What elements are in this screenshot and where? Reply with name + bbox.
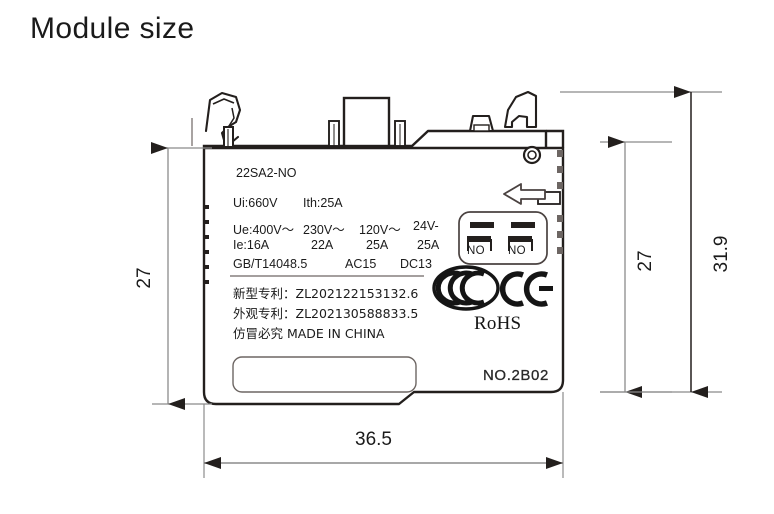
ccc-mark-icon (432, 265, 500, 311)
patent-design: 外观专利：ZL202130588833.5 (233, 306, 419, 321)
actuator-block (342, 96, 391, 148)
dimension-label-right-height: 27 (635, 250, 656, 272)
direction-arrow-icon (503, 183, 546, 205)
ce-mark-icon (499, 271, 553, 307)
right-edge-notches (557, 150, 563, 254)
patent-new: 新型专利：ZL202122153132.6 (233, 286, 419, 301)
blank-label-area (232, 356, 417, 393)
spec-ie-16: Ie:16A (233, 238, 270, 252)
spec-ie-25b: 25A (417, 238, 440, 252)
spec-ie-22: 22A (311, 238, 334, 252)
left-edge-ribs (205, 205, 209, 284)
dimension-left-height (151, 142, 212, 410)
module-top-profile (191, 90, 565, 148)
screw-head-icon (522, 145, 542, 165)
part-number: NO.2B02 (483, 367, 549, 384)
spec-dc13: DC13 (400, 257, 432, 271)
rohs-mark-label: RoHS (474, 313, 522, 334)
spec-ue-400: Ue:400V～ (233, 223, 295, 237)
origin-statement: 仿冒必究 MADE IN CHINA (233, 326, 385, 341)
page-title: Module size (30, 12, 195, 45)
terminal-post-left (328, 120, 340, 147)
dimension-label-left-height: 27 (134, 267, 155, 289)
spec-ue-120: 120V～ (359, 223, 401, 237)
terminal-post-right (394, 120, 406, 147)
contact-diagram (458, 211, 548, 265)
latch-hook-left (204, 91, 242, 148)
contact-label-left: NO (467, 245, 485, 257)
spec-ue-24: 24V- (413, 219, 439, 233)
nameplate-model: 22SA2-NO (236, 166, 297, 180)
spec-ui: Ui:660V (233, 196, 278, 210)
contact-label-right: NO (508, 245, 526, 257)
dimension-label-overall-height: 31.9 (711, 235, 732, 273)
dimension-label-width: 36.5 (355, 429, 392, 450)
spec-ie-25a: 25A (366, 238, 389, 252)
spec-ue-230: 230V～ (303, 223, 345, 237)
spec-standard: GB/T14048.5 (233, 257, 308, 271)
latch-hook-right (503, 90, 538, 129)
dimension-overall-height (560, 86, 722, 398)
spec-ac15: AC15 (345, 257, 377, 271)
spec-ith: Ith:25A (303, 196, 343, 210)
mounting-tab (468, 114, 495, 133)
dimension-width (203, 392, 564, 478)
